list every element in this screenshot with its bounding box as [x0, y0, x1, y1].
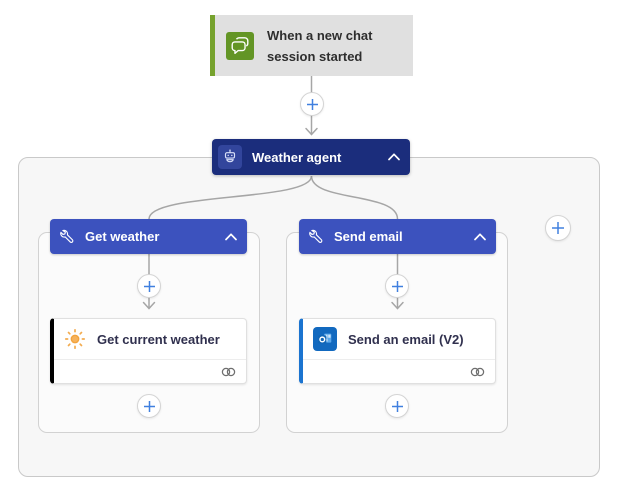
- plus-icon: [143, 280, 155, 292]
- outlook-icon: [313, 327, 337, 351]
- tool-title: Send email: [334, 229, 403, 244]
- plus-icon: [391, 280, 403, 292]
- tool-title: Get weather: [85, 229, 160, 244]
- linked-rings-icon[interactable]: [469, 366, 486, 378]
- wrench-icon: [309, 229, 324, 244]
- plus-icon: [391, 400, 403, 412]
- action-title: Get current weather: [97, 331, 220, 347]
- action-card-main: Get current weather: [54, 319, 246, 359]
- action-card-get-current-weather[interactable]: Get current weather: [50, 318, 247, 384]
- plus-icon: [143, 400, 155, 412]
- action-title: Send an email (V2): [348, 331, 464, 347]
- action-card-send-an-email-v2[interactable]: Send an email (V2): [299, 318, 496, 384]
- action-card-main: Send an email (V2): [303, 319, 495, 359]
- trigger-title: When a new chat session started: [267, 27, 373, 64]
- action-card-footer: [54, 359, 246, 383]
- action-card-footer: [303, 359, 495, 383]
- insert-step-button-send-email-bottom[interactable]: [385, 394, 409, 418]
- arrow-down-icon: [305, 127, 318, 136]
- tool-header-send-email[interactable]: Send email: [299, 219, 496, 254]
- add-tool-button[interactable]: [545, 215, 571, 241]
- chevron-up-icon[interactable]: [388, 153, 400, 161]
- chevron-up-icon[interactable]: [225, 232, 237, 241]
- plus-icon: [552, 222, 564, 234]
- linked-rings-icon[interactable]: [220, 366, 237, 378]
- plus-icon: [306, 98, 318, 110]
- agent-card-weather-agent[interactable]: Weather agent: [212, 139, 410, 175]
- insert-step-button-after-trigger[interactable]: [300, 92, 324, 116]
- chevron-up-icon[interactable]: [474, 232, 486, 241]
- wrench-icon: [60, 229, 75, 244]
- insert-step-button-send-email-top[interactable]: [385, 274, 409, 298]
- bot-icon: [218, 145, 242, 169]
- agent-title: Weather agent: [252, 149, 342, 165]
- tool-header-get-weather[interactable]: Get weather: [50, 219, 247, 254]
- sun-icon: [64, 328, 86, 350]
- chat-bubbles-icon: [226, 31, 254, 60]
- trigger-card[interactable]: When a new chat session started: [210, 15, 413, 76]
- insert-step-button-get-weather-bottom[interactable]: [137, 394, 161, 418]
- insert-step-button-get-weather-top[interactable]: [137, 274, 161, 298]
